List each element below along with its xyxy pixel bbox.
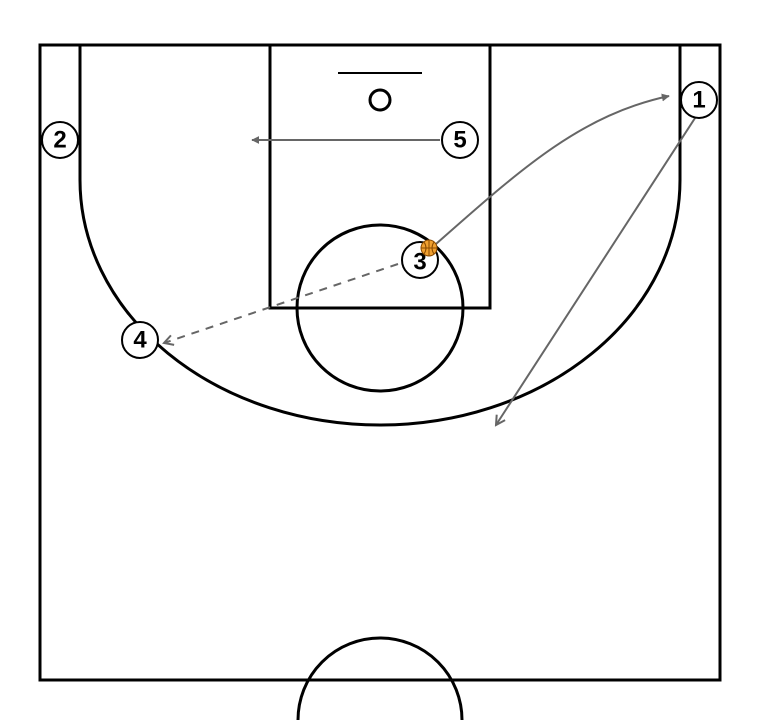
player-2-label: 2 xyxy=(53,127,66,154)
pass-arrow-3-to-4 xyxy=(164,263,399,343)
center-circle xyxy=(296,636,464,720)
player-3-label: 3 xyxy=(413,249,426,276)
player-1[interactable]: 1 xyxy=(680,81,718,119)
play-movements xyxy=(164,93,698,425)
player-2-circle xyxy=(41,121,79,159)
player-4-circle xyxy=(121,321,159,359)
player-4-label: 4 xyxy=(133,327,147,354)
player-4[interactable]: 4 xyxy=(121,321,159,359)
basket-hoop xyxy=(368,88,392,112)
player-1-circle xyxy=(680,81,718,119)
basketball-seam-curve xyxy=(423,241,435,255)
player-5[interactable]: 5 xyxy=(441,121,479,159)
basketball-icon xyxy=(420,239,438,257)
player-2[interactable]: 2 xyxy=(41,121,79,159)
player-5-circle xyxy=(441,121,479,159)
cut-arrow-1-to-lane xyxy=(496,114,698,425)
key-paint xyxy=(268,43,492,310)
court-lines xyxy=(38,43,722,720)
cut-arrow-3-to-1 xyxy=(435,93,670,245)
player-5-label: 5 xyxy=(453,127,466,154)
free-throw-circle xyxy=(295,223,465,393)
three-point-line xyxy=(78,45,682,427)
player-1-label: 1 xyxy=(692,87,705,114)
